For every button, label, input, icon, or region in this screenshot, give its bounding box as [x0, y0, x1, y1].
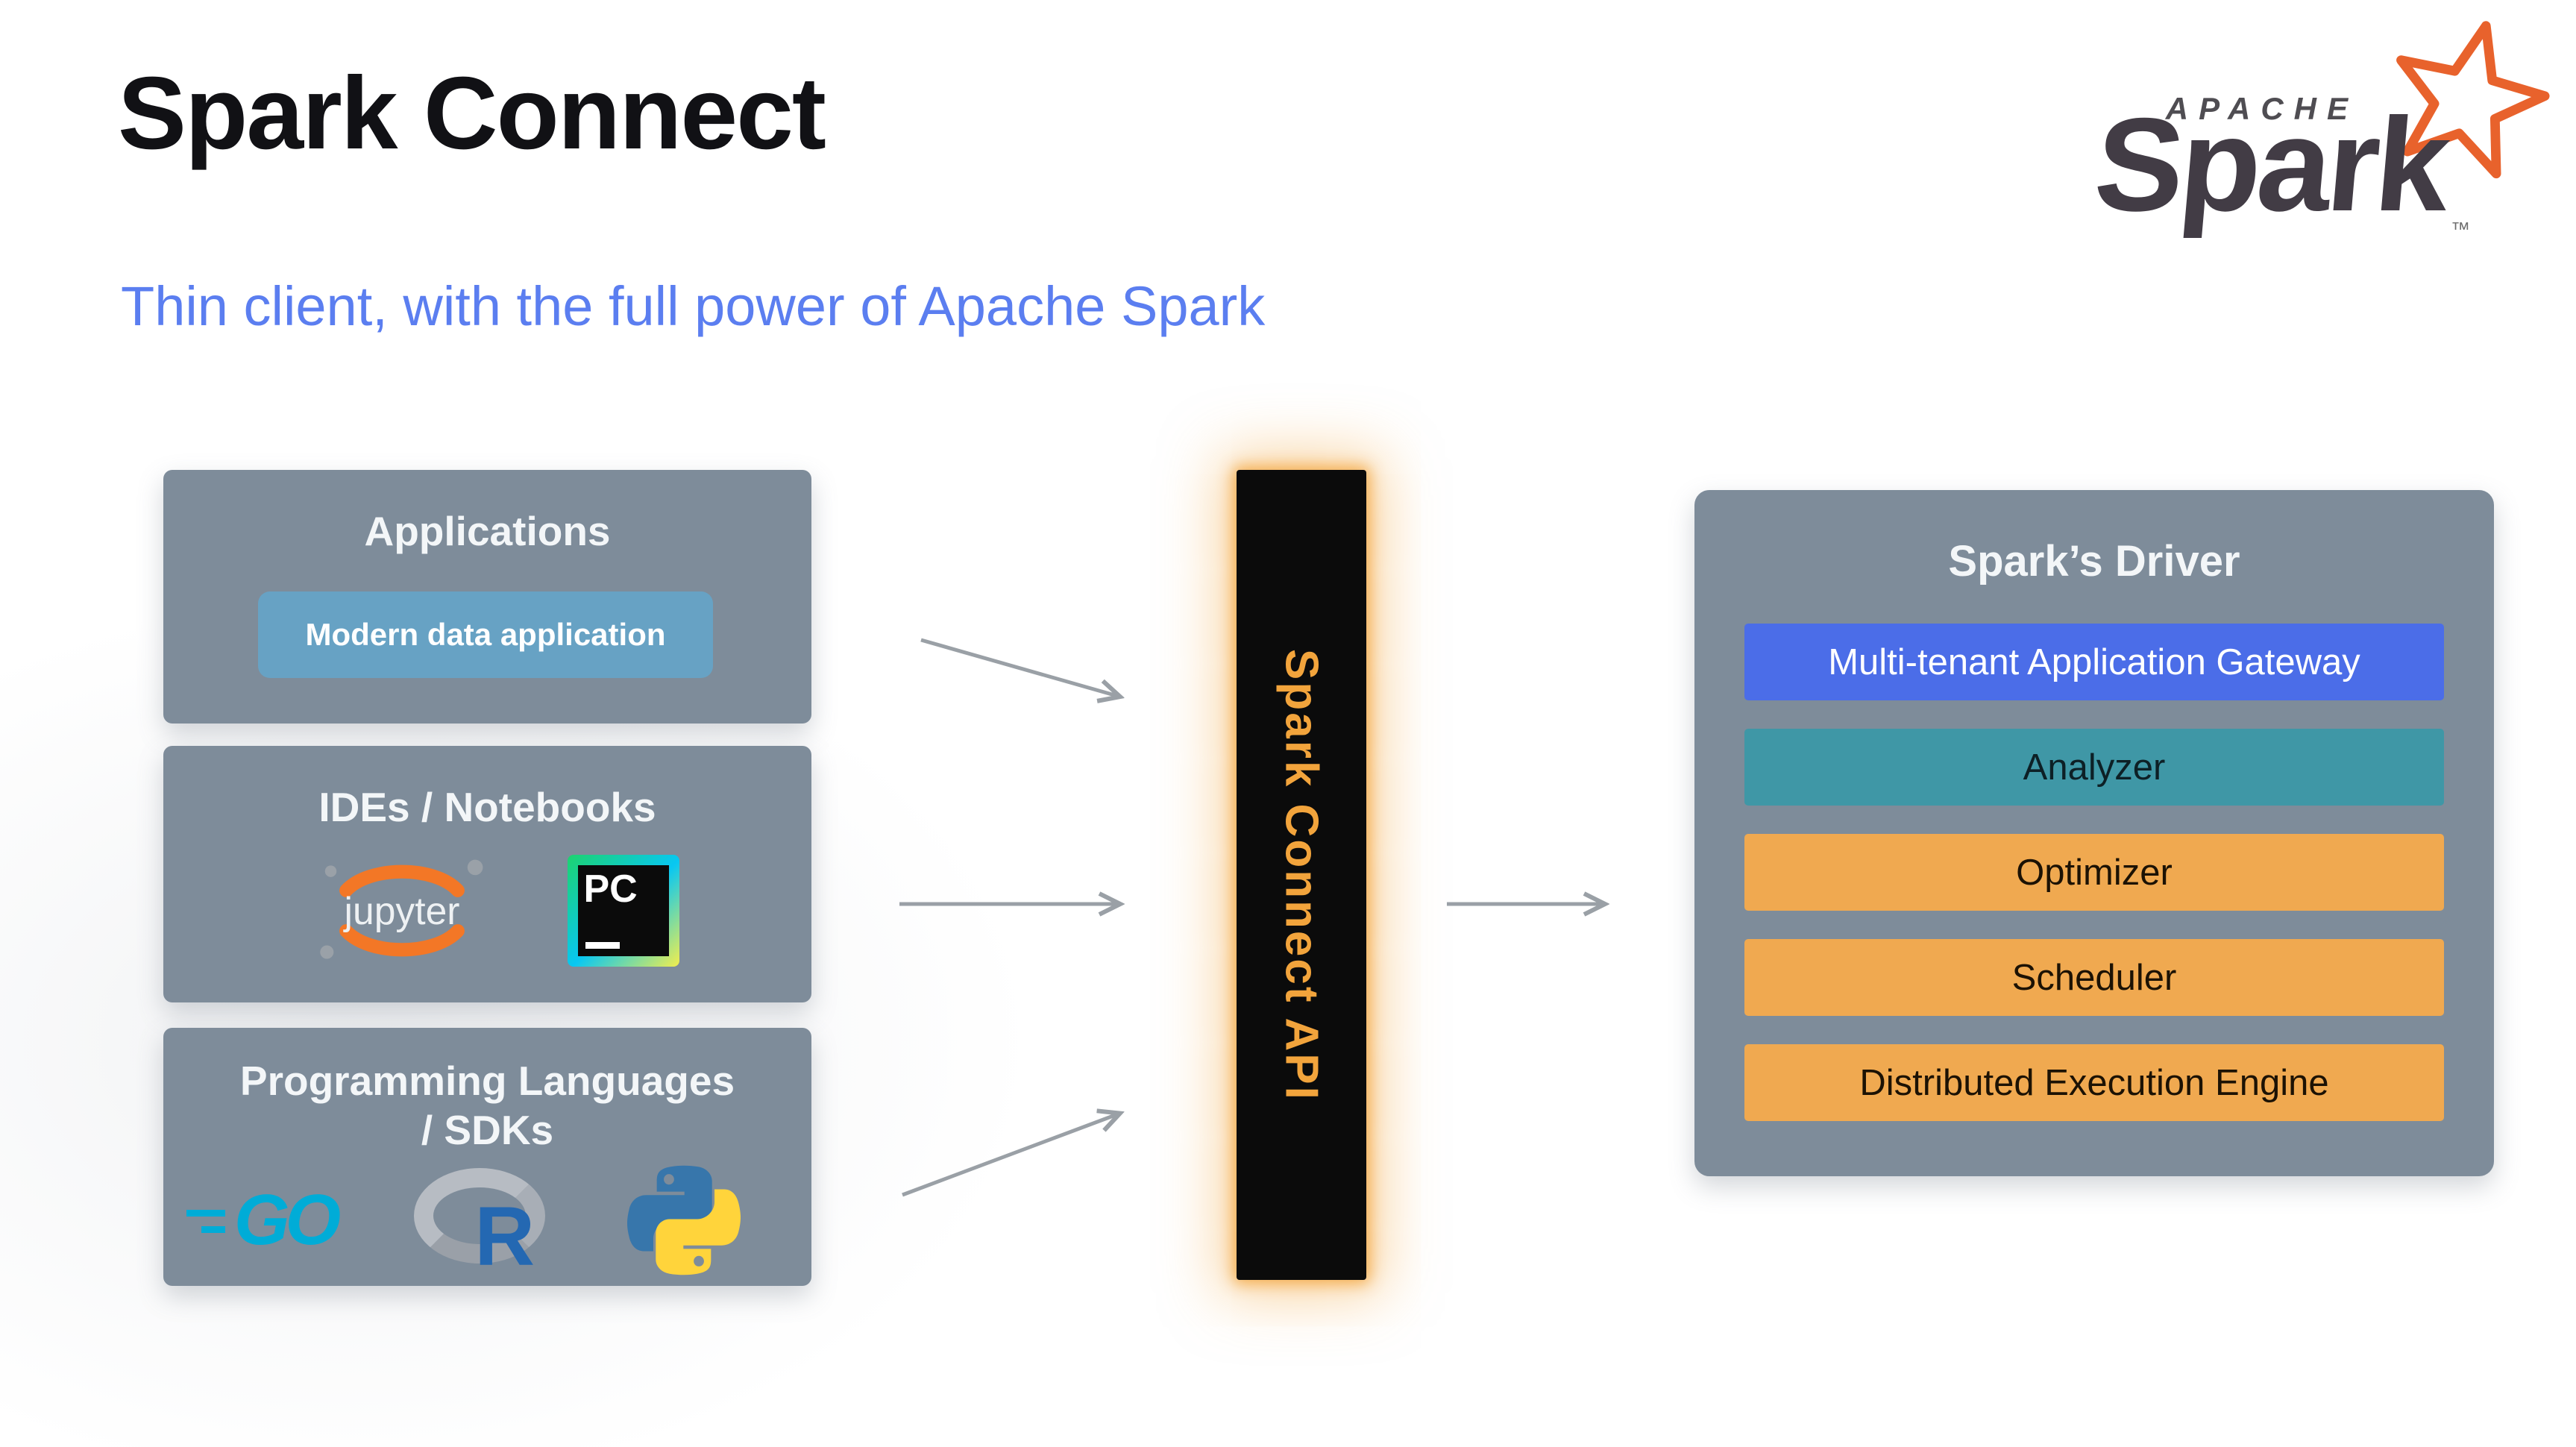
languages-sdks-box: Programming Languages / SDKs GO R [163, 1028, 811, 1286]
driver-layer-gateway: Multi-tenant Application Gateway [1744, 624, 2444, 700]
r-logo-icon: R [411, 1164, 553, 1283]
languages-sdks-title: Programming Languages / SDKs [239, 1058, 735, 1153]
spark-wordmark: Spark [2089, 90, 2453, 239]
driver-layer-analyzer: Analyzer [1744, 729, 2444, 806]
driver-layer-stack: Multi-tenant Application Gateway Analyze… [1744, 624, 2444, 1121]
ide-logo-row: jupyter PC [163, 834, 811, 988]
subtitle: Thin client, with the full power of Apac… [121, 275, 1266, 337]
python-logo-icon [627, 1165, 741, 1275]
language-logo-row: GO R [163, 1153, 811, 1287]
ides-notebooks-box: IDEs / Notebooks jupyter PC [163, 746, 811, 1002]
pycharm-label: PC [583, 867, 638, 911]
driver-layer-optimizer: Optimizer [1744, 834, 2444, 911]
spark-driver-title: Spark’s Driver [1948, 537, 2240, 586]
apache-spark-logo: APACHE Spark ™ [2036, 10, 2558, 249]
driver-layer-scheduler: Scheduler [1744, 939, 2444, 1016]
jupyter-label: jupyter [342, 889, 459, 932]
arrow-languages-to-api [902, 1114, 1117, 1197]
trademark-symbol: ™ [2451, 218, 2470, 240]
go-label: GO [233, 1180, 341, 1260]
spark-driver-box: Spark’s Driver Multi-tenant Application … [1694, 490, 2494, 1176]
go-speed-line [186, 1210, 225, 1217]
driver-layer-execution-engine: Distributed Execution Engine [1744, 1044, 2444, 1121]
applications-box: Applications Modern data application [163, 470, 811, 724]
apache-wordmark: APACHE [2165, 91, 2358, 126]
pycharm-inner-square [577, 865, 669, 956]
go-speed-line [201, 1226, 225, 1233]
r-label: R [474, 1190, 535, 1283]
spark-connect-api-bar: Spark Connect API [1237, 470, 1366, 1280]
modern-data-application-chip: Modern data application [258, 591, 713, 678]
spark-connect-api-label: Spark Connect API [1275, 648, 1328, 1102]
ides-notebooks-title: IDEs / Notebooks [318, 784, 656, 830]
go-logo-icon: GO [186, 1184, 341, 1256]
page-title: Spark Connect [118, 56, 826, 171]
pycharm-logo-icon: PC [567, 855, 679, 967]
pycharm-underscore [585, 942, 620, 949]
apache-spark-star-icon [2396, 21, 2550, 179]
arrow-applications-to-api [920, 638, 1117, 696]
jupyter-logo-icon: jupyter [319, 859, 483, 959]
applications-title: Applications [364, 508, 611, 554]
